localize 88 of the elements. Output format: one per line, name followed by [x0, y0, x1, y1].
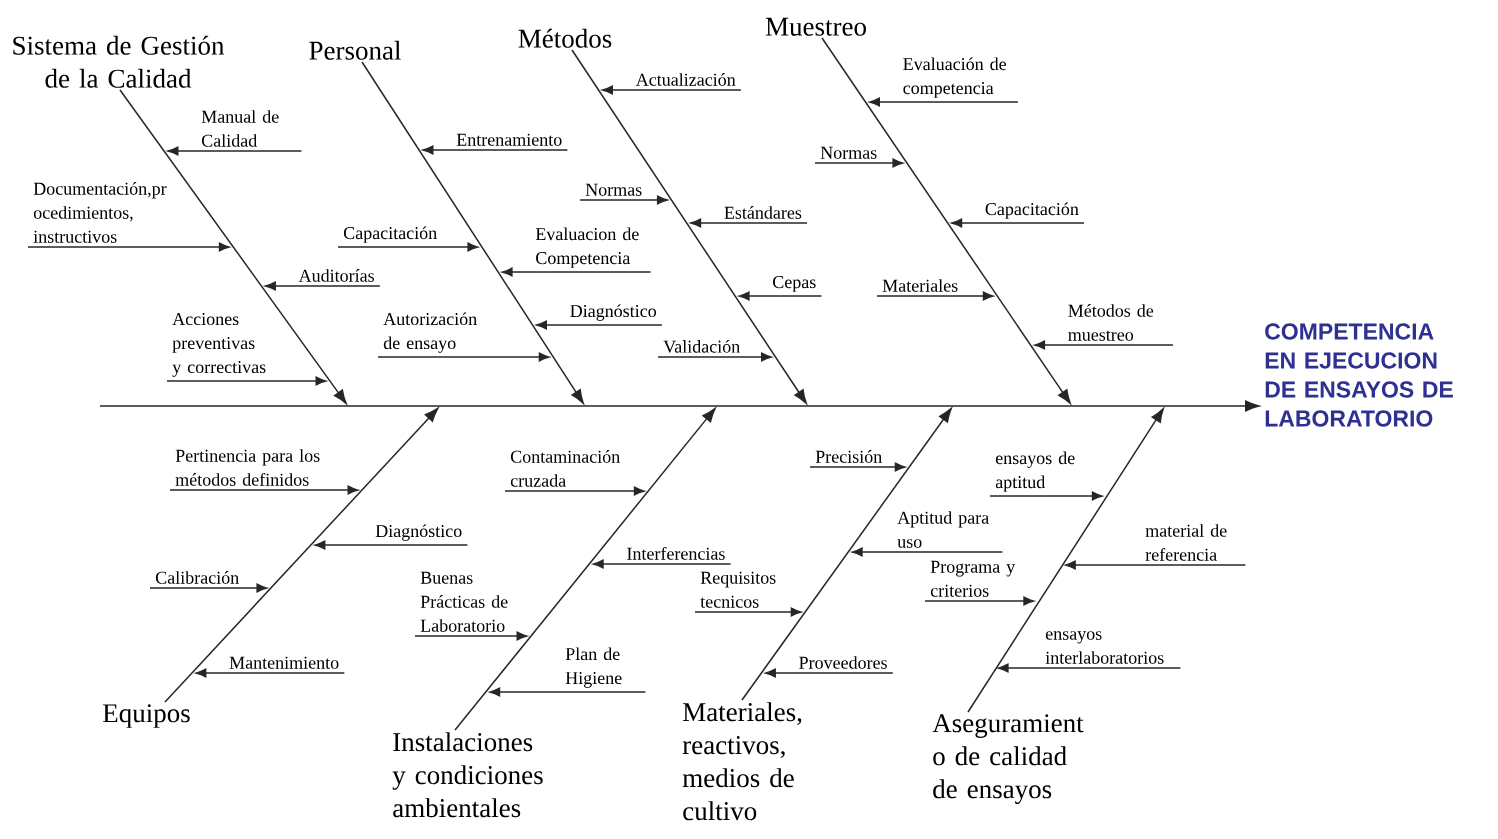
arrow [997, 663, 1182, 673]
cause-label: Precisión [815, 450, 882, 463]
cause-label: Normas [585, 183, 642, 196]
arrow [361, 61, 584, 404]
arrow [1064, 560, 1247, 570]
cause-label: Capacitación [343, 226, 437, 243]
category-label: Materiales, reactivos, medios de cultivo [682, 702, 802, 821]
arrow [504, 486, 645, 496]
effect-label: COMPETENCIA EN EJECUCION DE ENSAYOS DE LABORATORIO [1265, 323, 1453, 427]
arrow [166, 376, 327, 386]
cause-label: Diagnóstico [570, 304, 656, 321]
cause-label: Requisitos tecnicos [700, 571, 776, 608]
arrow [967, 408, 1164, 713]
cause-label: Documentación,pr ocedimientos, instructivos [33, 182, 167, 243]
arrow [738, 291, 823, 301]
arrow [764, 668, 894, 678]
cause-label: Autorización de ensayo [383, 312, 477, 353]
cause-label: Aptitud para uso [897, 511, 989, 548]
arrow [167, 146, 303, 156]
arrow [314, 540, 469, 550]
arrow [1034, 340, 1174, 350]
arrow [149, 583, 268, 593]
cause-label: Mantenimiento [229, 656, 339, 669]
arrow [414, 631, 528, 641]
cause-label: Entrenamiento [456, 133, 562, 146]
arrow [592, 559, 732, 569]
arrow [951, 218, 1085, 228]
arrow [869, 97, 1019, 107]
category-label: Sistema de Gestión de la Calidad [13, 35, 225, 88]
cause-label: Normas [820, 146, 877, 159]
arrow [657, 352, 773, 362]
arrow [489, 687, 647, 697]
arrow [809, 462, 906, 472]
arrow [814, 158, 904, 168]
cause-label: Actualización [635, 73, 736, 86]
arrow [989, 491, 1103, 501]
category-label: Métodos [518, 28, 612, 48]
arrow [579, 195, 668, 205]
arrow [264, 281, 381, 291]
arrow [851, 547, 1004, 557]
cause-label: Contaminación cruzada [510, 450, 620, 487]
arrow [195, 668, 345, 678]
cause-label: Programa y criterios [930, 560, 1016, 597]
arrow [876, 291, 994, 301]
cause-label: Manual de Calidad [201, 110, 279, 147]
arrow [501, 267, 652, 277]
cause-label: Capacitación [985, 202, 1079, 219]
arrow [422, 145, 569, 155]
cause-label: Diagnóstico [375, 524, 462, 541]
arrow [694, 607, 802, 617]
arrow [602, 85, 742, 95]
arrow [99, 400, 1260, 412]
arrow [535, 320, 663, 330]
cause-label: Cepas [773, 276, 816, 292]
cause-label: Estándares [724, 206, 802, 219]
cause-label: Métodos de muestreo [1068, 304, 1154, 341]
cause-label: ensayos de aptitud [995, 451, 1075, 492]
category-label: Personal [309, 40, 401, 60]
cause-label: Interferencias [627, 546, 725, 560]
arrow [27, 242, 230, 252]
cause-label: Pertinencia para los métodos definidos [175, 449, 320, 486]
cause-label: Plan de Higiene [565, 647, 622, 688]
cause-label: Buenas Prácticas de Laboratorio [420, 571, 508, 632]
cause-label: Auditorías [298, 269, 374, 282]
arrow [337, 242, 479, 252]
arrow [690, 218, 808, 228]
cause-label: Evaluación de competencia [903, 57, 1007, 98]
arrow [821, 37, 1071, 405]
cause-label: Acciones preventivas y correctivas [172, 313, 266, 377]
arrow [169, 485, 359, 495]
arrow [571, 49, 807, 405]
cause-label: Evaluacion de Competencia [535, 227, 639, 268]
arrow [377, 352, 550, 362]
arrow [924, 596, 1035, 606]
arrow [164, 407, 439, 703]
cause-label: Validación [663, 340, 740, 353]
cause-label: Calibración [155, 571, 239, 584]
cause-label: Materiales [882, 279, 958, 292]
arrow [741, 407, 952, 701]
cause-label: material de referencia [1145, 524, 1227, 561]
cause-label: Proveedores [799, 656, 887, 669]
arrow [119, 89, 347, 405]
arrow [454, 407, 716, 731]
cause-label: ensayos interlaboratorios [1045, 631, 1164, 664]
category-label: Aseguramient o de calidad de ensayos [932, 714, 1084, 804]
category-label: Muestreo [765, 17, 866, 36]
category-label: Instalaciones y condiciones ambientales [392, 732, 543, 818]
category-label: Equipos [103, 704, 190, 728]
